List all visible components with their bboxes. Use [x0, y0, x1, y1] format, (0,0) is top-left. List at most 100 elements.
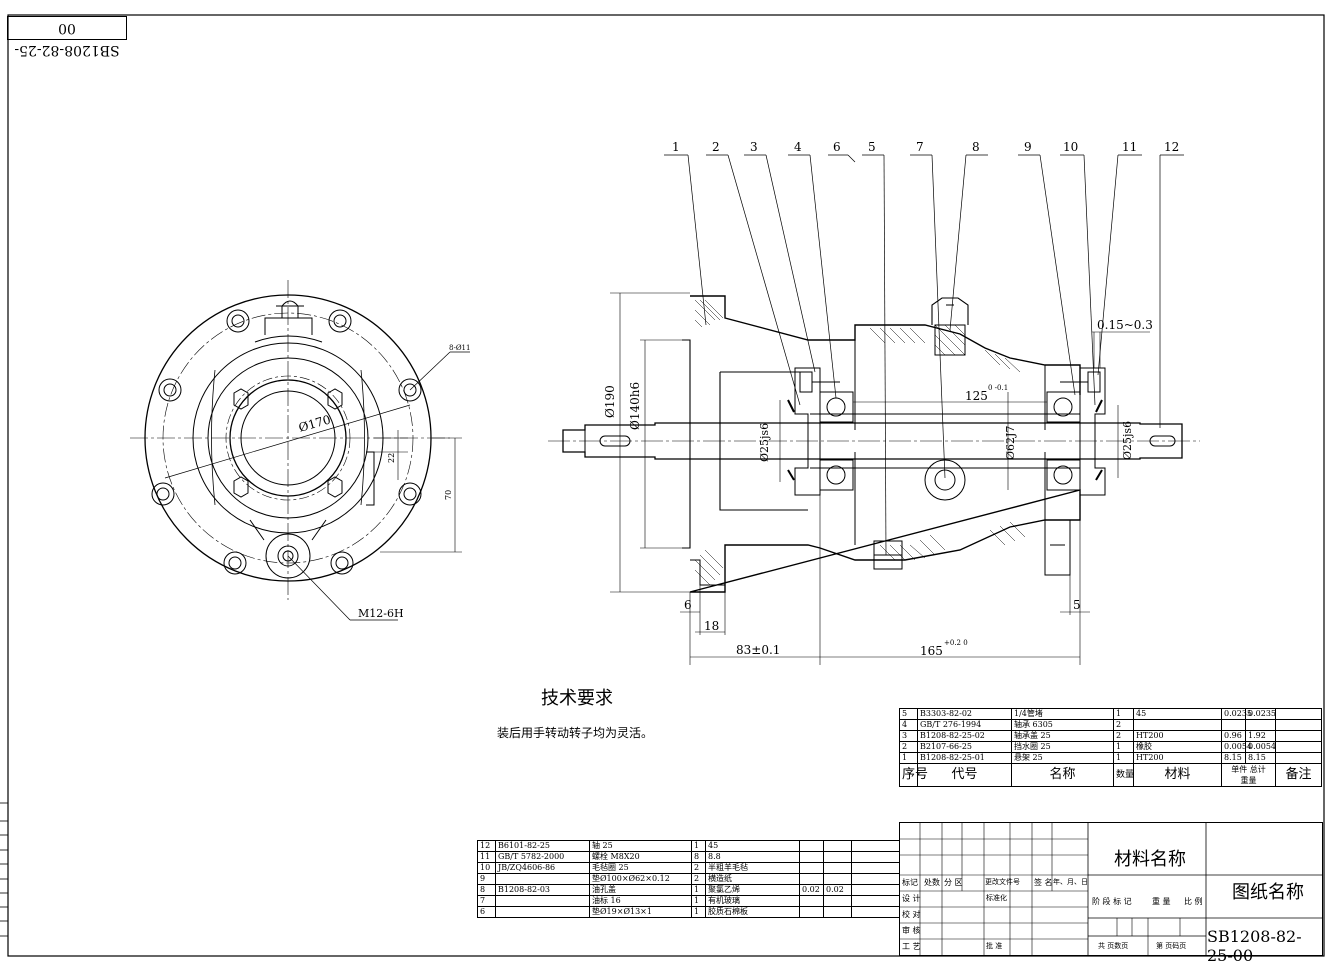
title-block: 材料名称 图纸名称 SB1208-82-25-00 标记 处数 分 区 更改文件…	[899, 822, 1323, 965]
label-len125-tol: 0 -0.1	[988, 384, 1008, 392]
boss-inner	[229, 379, 347, 497]
bom-upper-cell-no: 1	[899, 752, 918, 764]
bom-lower-cell-unit-weight	[799, 906, 824, 918]
tb-review: 审 核	[902, 926, 921, 935]
bom-lower-cell-remark	[851, 840, 900, 852]
bom-upper-cell-material: HT200	[1133, 752, 1222, 764]
balloon-9: 9	[1024, 140, 1032, 154]
label-d83: 83±0.1	[736, 643, 780, 657]
bom-lower-cell-code	[495, 906, 590, 918]
bom-upper-cell-name: 轴承 6305	[1011, 719, 1114, 731]
bom-lower-cell-no: 9	[477, 873, 496, 885]
label-d6: 6	[684, 598, 692, 612]
bom-lower-cell-code: B1208-82-03	[495, 884, 590, 896]
bom-lower-cell-total-weight	[823, 873, 852, 885]
bom-lower-cell-qty: 1	[691, 895, 706, 907]
bom-lower-cell-material: 横造纸	[705, 873, 800, 885]
bom-lower-cell-no: 8	[477, 884, 496, 896]
tb-mark: 标记	[902, 878, 918, 887]
bom-upper-cell-total-weight: 0.0235	[1245, 708, 1276, 720]
bom-lower-cell-code: B6101-82-25	[495, 840, 590, 852]
label-pcd: Ø170	[297, 412, 332, 434]
label-bore: Ø62J7	[1004, 426, 1017, 460]
bom-lower-cell-qty: 2	[691, 873, 706, 885]
bom-lower-cell-no: 11	[477, 851, 496, 863]
bom-upper-cell-unit-weight: 0.0054	[1221, 741, 1252, 753]
front-view-labels: 8-Ø11 Ø170 22 70 M12-6H	[297, 344, 471, 620]
top-lug	[264, 317, 313, 335]
bom-lower-cell-name: 螺栓 M8X20	[589, 851, 692, 863]
label-d70: 70	[444, 490, 453, 500]
bom-upper-cell-remark	[1275, 741, 1322, 753]
bom-lower-cell-code: JB/ZQ4606-86	[495, 862, 590, 874]
outer-bolt-holes	[151, 309, 422, 575]
side-window	[366, 451, 375, 506]
bom-lower-cell-remark	[851, 884, 900, 896]
bom-lower-cell-remark	[851, 851, 900, 863]
balloon-11: 11	[1122, 140, 1137, 154]
label-bolt-holes: 8-Ø11	[449, 344, 470, 352]
tb-sign: 签 名	[1034, 878, 1053, 887]
balloon-12: 12	[1164, 140, 1179, 154]
bom-lower-cell-remark	[851, 895, 900, 907]
bom-lower-cell-qty: 1	[691, 840, 706, 852]
tb-scale: 比 例	[1184, 897, 1203, 906]
bom-lower-cell-unit-weight	[799, 851, 824, 863]
tb-count: 处数	[924, 878, 940, 887]
hatch	[694, 299, 1026, 586]
tb-stage: 阶 段 标 记	[1092, 897, 1132, 906]
bom-upper-cell-remark	[1275, 752, 1322, 764]
label-d165-tol: +0.2 0	[944, 639, 968, 647]
pcd-leader	[164, 404, 411, 479]
bom-upper-cell-code: B1208-82-25-01	[917, 752, 1012, 764]
bom-lower-cell-qty: 2	[691, 862, 706, 874]
hdr-code: 代号	[917, 763, 1012, 787]
bom-lower-cell-qty: 8	[691, 851, 706, 863]
oil-cup	[281, 300, 299, 318]
label-d5: 5	[1073, 598, 1081, 612]
bom-upper-cell-unit-weight	[1221, 719, 1246, 731]
left-edge-ticks	[0, 802, 8, 937]
bom-upper-cell-qty: 2	[1113, 730, 1134, 742]
bom-upper-cell-code: B1208-82-25-02	[917, 730, 1012, 742]
balloon-5: 5	[868, 140, 876, 154]
hdr-weight-label: 重量	[1240, 776, 1257, 785]
flange-outer	[144, 294, 432, 582]
bom-upper-cell-remark	[1275, 719, 1322, 731]
bom-lower-cell-total-weight	[823, 906, 852, 918]
bom-lower-cell-name: 毛毡圈 25	[589, 862, 692, 874]
bom-lower-cell-total-weight: 0.02	[823, 884, 852, 896]
label-d18: 18	[704, 619, 719, 633]
label-len125: 125	[965, 389, 988, 403]
oil-cup-section	[931, 297, 969, 325]
hdr-mat: 材料	[1133, 763, 1222, 787]
balloon-2: 2	[712, 140, 720, 154]
bom-upper-cell-name: 挡水圈 25	[1011, 741, 1114, 753]
tb-check: 校 对	[902, 910, 921, 919]
inner-bolt-heads	[233, 388, 343, 498]
balloon-7: 7	[916, 140, 924, 154]
tb-process: 工 艺	[902, 942, 921, 951]
drain-boss	[265, 533, 311, 579]
bom-upper-cell-total-weight: 0.0054	[1245, 741, 1276, 753]
bom-lower-cell-name: 垫Ø100×Ø62×0.12	[589, 873, 692, 885]
hdr-name: 名称	[1011, 763, 1114, 787]
label-shaft-right: Ø25js6	[1121, 421, 1134, 460]
bom-lower-cell-unit-weight	[799, 895, 824, 907]
bom-upper-cell-name: 悬架 25	[1011, 752, 1114, 764]
bom-lower-cell-unit-weight	[799, 840, 824, 852]
label-thread: M12-6H	[358, 607, 404, 620]
bom-upper-cell-code: B3303-82-02	[917, 708, 1012, 720]
bom-lower-cell-code: GB/T 5782-2000	[495, 851, 590, 863]
bom-lower-cell-name: 轴 25	[589, 840, 692, 852]
bom-lower-cell-material: 胶质石棉板	[705, 906, 800, 918]
bom-upper-cell-name: 轴承盖 25	[1011, 730, 1114, 742]
label-shaft-left: Ø25js6	[758, 423, 771, 462]
bom-lower-cell-total-weight	[823, 851, 852, 863]
